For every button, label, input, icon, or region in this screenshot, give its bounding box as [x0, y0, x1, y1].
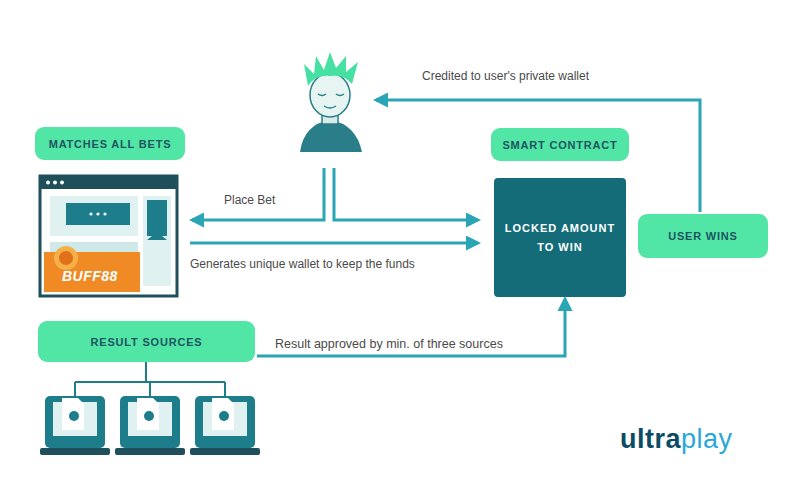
flow-connector: [257, 299, 565, 356]
heading-pill: SMART CONTRACT: [491, 128, 629, 161]
logo-text: BUFF88: [62, 268, 118, 284]
connector-label: Result approved by min. of three sources: [273, 337, 505, 351]
heading-pill: RESULT SOURCES: [38, 321, 255, 362]
result-source-computers: [40, 362, 260, 455]
user-figure: [300, 52, 362, 152]
brand-logo: ultraplay: [620, 424, 733, 455]
node-text: USER WINS: [668, 230, 738, 242]
flow-label: Place Bet: [224, 193, 275, 207]
outcome-pill: USER WINS: [638, 214, 768, 258]
website-illustration: [40, 176, 177, 296]
node-text: SMART CONTRACT: [502, 139, 617, 151]
brand-word: ultra: [620, 424, 681, 455]
node-text: LOCKED AMOUNT TO WIN: [504, 219, 616, 257]
heading-pill: MATCHES ALL BETS: [35, 127, 185, 160]
node-text: RESULT SOURCES: [91, 336, 203, 348]
flow-label: Credited to user's private wallet: [422, 69, 589, 83]
brand-word: play: [681, 424, 733, 455]
node-text: MATCHES ALL BETS: [49, 138, 172, 150]
flow-label: Generates unique wallet to keep the fund…: [190, 257, 415, 271]
contract-box: LOCKED AMOUNT TO WIN: [494, 178, 626, 297]
